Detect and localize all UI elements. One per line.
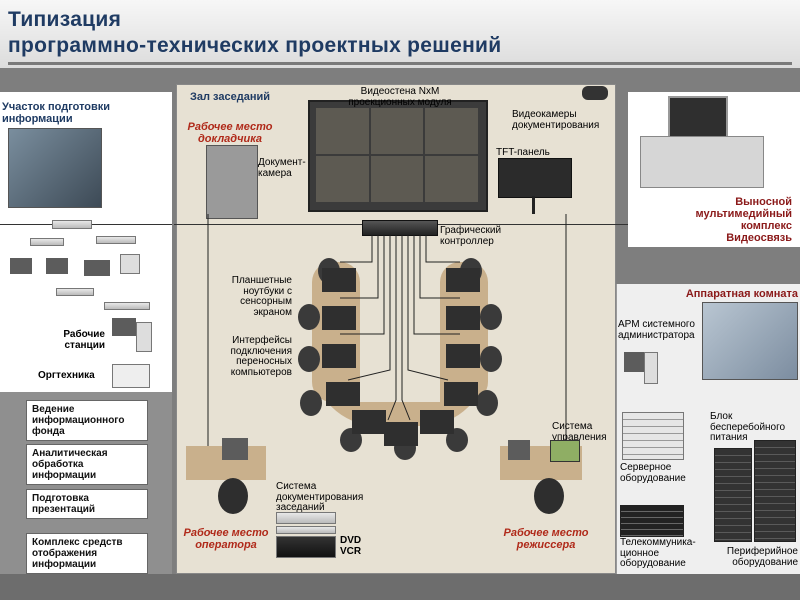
monitor-icon <box>222 438 248 460</box>
router-icon <box>96 236 136 244</box>
dvd-vcr-label: DVD VCR <box>340 535 362 557</box>
laptop-icon <box>446 344 480 368</box>
av-cabinet <box>640 136 764 188</box>
speaker-podium-icon <box>206 145 258 219</box>
printer-icon <box>112 364 150 388</box>
laptop-icon <box>322 268 356 292</box>
laptop-icon <box>84 260 110 276</box>
chair <box>298 346 320 372</box>
peripheral-rack-icon <box>714 448 752 542</box>
ups-label: Блок бесперебойного питания <box>710 411 786 443</box>
laptop-icon <box>384 422 418 446</box>
peripheral-rack-icon <box>754 440 796 542</box>
monitor-icon <box>46 258 68 274</box>
function-box: Подготовка презентаций <box>26 489 148 519</box>
tv-screen <box>668 96 728 138</box>
operator-workplace-label: Рабочее место оператора <box>183 527 269 551</box>
workstations-label: Рабочие станции <box>63 329 105 351</box>
monitor-icon <box>624 352 648 372</box>
hub-icon <box>30 238 64 246</box>
laptop-icon <box>322 344 356 368</box>
apparatus-room-label: Аппаратная комната <box>685 288 798 300</box>
apparatus-room-photo <box>702 302 798 380</box>
videowall-label: Видеостена NxM проекционных модуля <box>348 86 452 108</box>
chair <box>298 304 320 330</box>
laptop-icon <box>420 410 454 434</box>
chair <box>480 304 502 330</box>
server-equipment-label: Серверное оборудование <box>620 462 686 484</box>
chair <box>480 346 502 372</box>
monitor-icon <box>508 440 530 460</box>
printer-icon <box>120 254 140 274</box>
control-system-label: Система управления <box>552 421 607 443</box>
chair <box>534 478 564 514</box>
laptop-icon <box>352 410 386 434</box>
tft-stand <box>532 196 535 214</box>
telecom-equipment-label: Телекоммуника-ционное оборудование <box>620 537 696 569</box>
laptop-icon <box>326 382 360 406</box>
monitor-icon <box>10 258 32 274</box>
chair <box>340 428 362 452</box>
computer-tower-icon <box>644 352 658 384</box>
laptop-icon <box>446 268 480 292</box>
admin-workstation-label: АРМ системного администратора <box>618 319 695 341</box>
document-camera-label: Документ-камера <box>258 157 306 179</box>
prep-area-title: Участок подготовки информации <box>2 101 111 125</box>
page-title-line1: Типизация <box>8 8 122 31</box>
scanner-icon <box>56 288 94 296</box>
laptop-icon <box>444 382 478 406</box>
server-rack-icon <box>622 412 684 460</box>
function-box: Аналитическая обработка информации <box>26 444 148 485</box>
header <box>0 0 800 68</box>
speaker-workplace-label: Рабочее место докладчика <box>187 121 273 145</box>
control-panel-screen <box>550 440 580 462</box>
computer-tower-icon <box>136 322 152 352</box>
prep-area-photo <box>8 128 102 208</box>
telecom-rack-icon <box>620 505 684 537</box>
office-equipment-label: Оргтехника <box>38 370 95 381</box>
chair <box>476 390 498 416</box>
tft-panel <box>498 158 572 198</box>
doc-videocameras-label: Видеокамеры документирования <box>512 109 600 131</box>
chair <box>446 428 468 452</box>
chair <box>300 390 322 416</box>
director-workplace-label: Рабочее место режиссера <box>503 527 589 551</box>
graphic-controller-label: Графический контроллер <box>440 225 502 247</box>
meeting-doc-system-label: Система документирования заседаний <box>276 481 364 513</box>
videowall <box>308 100 488 212</box>
bottom-bar <box>0 574 800 600</box>
camera-icon <box>582 86 608 100</box>
chair <box>218 478 248 514</box>
laptop-icon <box>446 306 480 330</box>
laptop-icon <box>322 306 356 330</box>
modem-icon <box>104 302 150 310</box>
dvd-vcr-icon <box>276 536 336 558</box>
function-box: Ведение информационного фонда <box>26 400 148 441</box>
laptop-interfaces-label: Интерфейсы подключения переносных компью… <box>230 335 293 378</box>
recorder-icon <box>276 526 336 534</box>
table-inner-space <box>360 262 440 402</box>
remote-multimedia-label: Выносной мультимедийный комплекс Видеосв… <box>695 196 792 245</box>
workstation-icon <box>112 318 136 336</box>
recorder-icon <box>276 512 336 524</box>
graphic-controller <box>362 220 438 236</box>
function-box: Комплекс средств отображения информации <box>26 533 148 574</box>
page-title-line2: программно-технических проектных решений <box>8 34 502 57</box>
tablet-laptops-label: Планшетные ноутбуки с сенсорным экраном <box>231 275 292 318</box>
header-divider <box>8 62 792 65</box>
network-switch-icon <box>52 220 92 229</box>
hall-title: Зал заседаний <box>190 91 270 103</box>
peripheral-equipment-label: Периферийное оборудование <box>726 546 798 568</box>
tft-panel-label: TFT-панель <box>496 147 550 158</box>
